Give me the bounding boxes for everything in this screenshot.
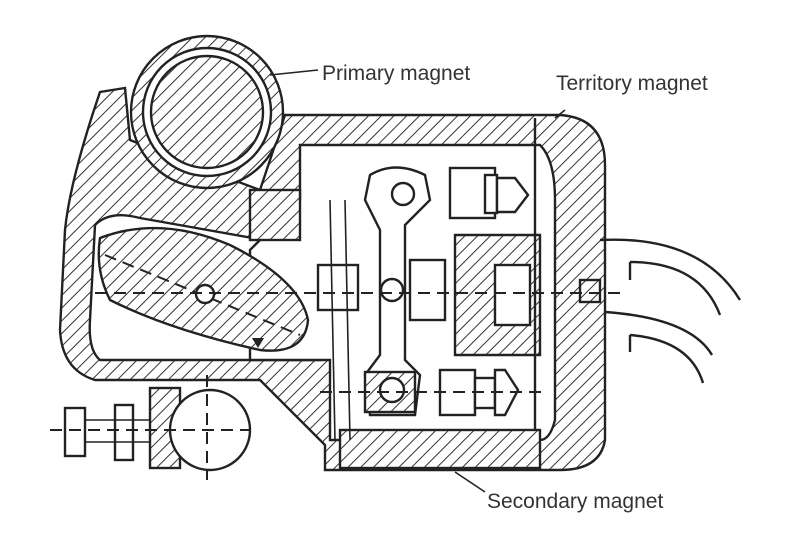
label-secondary-magnet: Secondary magnet [487, 490, 663, 513]
secondary-leader [454, 471, 486, 493]
armature [316, 166, 447, 441]
output-wires [599, 238, 742, 384]
territory-leader [554, 109, 566, 119]
primary-magnet [129, 34, 285, 190]
label-primary-magnet: Primary magnet [322, 62, 470, 85]
primary-leader [269, 69, 319, 76]
label-territory-magnet: Territory magnet [556, 72, 708, 95]
center-lines [50, 292, 620, 480]
arrow-marker [252, 338, 264, 348]
